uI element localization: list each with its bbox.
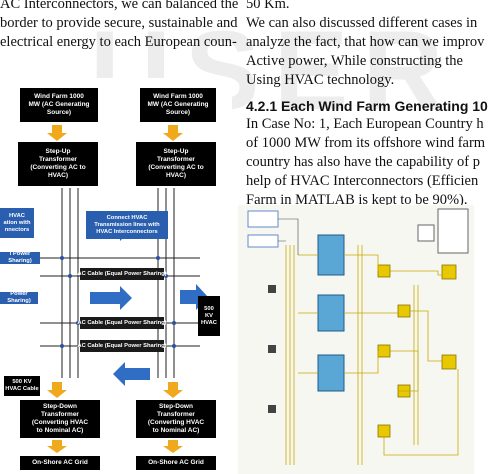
onshore-grid-left: On-Shore AC Grid <box>20 456 100 470</box>
kv-label-left: 500 KV HVAC Cable <box>4 376 40 396</box>
simulink-diagram <box>247 208 469 465</box>
wind-farm-right: Wind Farm 1000 MW (AC Generating Source) <box>140 88 216 122</box>
power-sharing-label-left-2: Power Sharing) <box>0 291 38 304</box>
right-text-line: analyze the fact, that how can we improv <box>246 34 485 50</box>
left-text-line: AC Interconnectors, we can balanced the <box>0 0 239 12</box>
kv-label-right: 500 KV HVAC <box>198 296 220 336</box>
section-text-line: Farm in MATLAB is kept to be 90%). <box>246 192 468 208</box>
onshore-grid-right: On-Shore AC Grid <box>136 456 216 470</box>
right-text-line: 50 Km. <box>246 0 290 12</box>
ac-cable-1: AC Cable (Equal Power Sharing) <box>77 268 167 280</box>
simulink-model-figure <box>238 205 474 474</box>
section-text-line: of 1000 MW from its offshore wind farm <box>246 135 486 151</box>
section-text-line: country has also have the capability of … <box>246 154 480 170</box>
hvac-interconnector-box-left: HVAC ation with nnectors <box>0 208 34 238</box>
ac-cable-2: AC Cable (Equal Power Sharing) <box>77 317 167 329</box>
section-heading: 4.2.1 Each Wind Farm Generating 10 <box>246 98 488 114</box>
right-text-line: We can also discussed different cases in <box>246 15 478 31</box>
wind-farm-left: Wind Farm 1000 MW (AC Generating Source) <box>20 88 98 122</box>
ac-cable-3: AC Cable (Equal Power Sharing) <box>77 340 167 352</box>
right-text-line: Using HVAC technology. <box>246 72 395 88</box>
section-text-line: In Case No: 1, Each European Country h <box>246 116 484 132</box>
flowchart-figure: Wind Farm 1000 MW (AC Generating Source)… <box>0 78 232 474</box>
connect-hvac-box: Connect HVAC Transmission lines with HVA… <box>86 211 168 239</box>
stepup-transformer-left: Step-Up Transformer (Converting AC to HV… <box>18 142 98 186</box>
left-text-line: electrical energy to each European coun- <box>0 34 237 50</box>
right-text-line: Active power, While constructing the <box>246 53 463 69</box>
left-text-line: border to provide secure, sustainable an… <box>0 15 238 31</box>
stepup-transformer-right: Step-Up Transformer (Converting AC to HV… <box>136 142 216 186</box>
power-sharing-label-left: l Power Sharing) <box>0 251 40 264</box>
stepdown-transformer-right: Step-Down Transformer (Converting HVAC t… <box>136 400 216 438</box>
stepdown-transformer-left: Step-Down Transformer (Converting HVAC t… <box>20 400 100 438</box>
section-text-line: help of HVAC Interconnectors (Efficien <box>246 173 479 189</box>
